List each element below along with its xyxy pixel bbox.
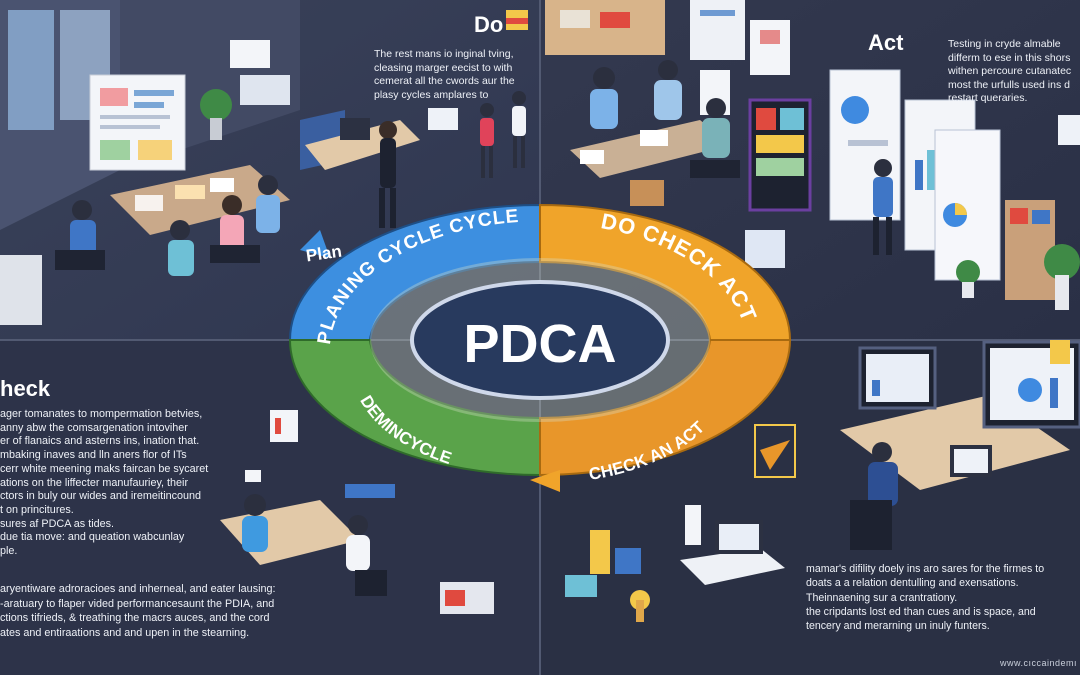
center-label: PDCA (463, 314, 616, 374)
check-office-illustration (220, 410, 494, 614)
watermark-url: www.cıccaindemı (1000, 658, 1078, 668)
do-description: The rest mans io inginal tving, cleasing… (374, 48, 515, 101)
check-quadrant-bg (0, 340, 540, 675)
ring-segment-check (288, 339, 541, 477)
bottom-right-illustration (565, 340, 1080, 622)
ring-segment-do (539, 203, 792, 341)
pdca-ring (288, 203, 792, 492)
ring-segment-plan (288, 203, 541, 341)
check-extra-description: aryentiware adroracioes and inherneal, a… (0, 583, 276, 639)
check-description: ager tomanates to mompermation betvies, … (0, 408, 209, 558)
act-description: Testing in cryde almable differm to ese … (948, 38, 1072, 104)
center-ellipse (410, 280, 670, 400)
do-title: Do (474, 12, 504, 37)
check-title: heck (0, 376, 51, 401)
act-office-illustration (545, 0, 1080, 310)
printer (0, 255, 42, 325)
bottom-right-description: mamar's difility doely ins aro sares for… (806, 563, 1045, 633)
plan-office-illustration (0, 0, 528, 325)
plan-desk (110, 165, 290, 235)
act-title: Act (868, 30, 904, 55)
